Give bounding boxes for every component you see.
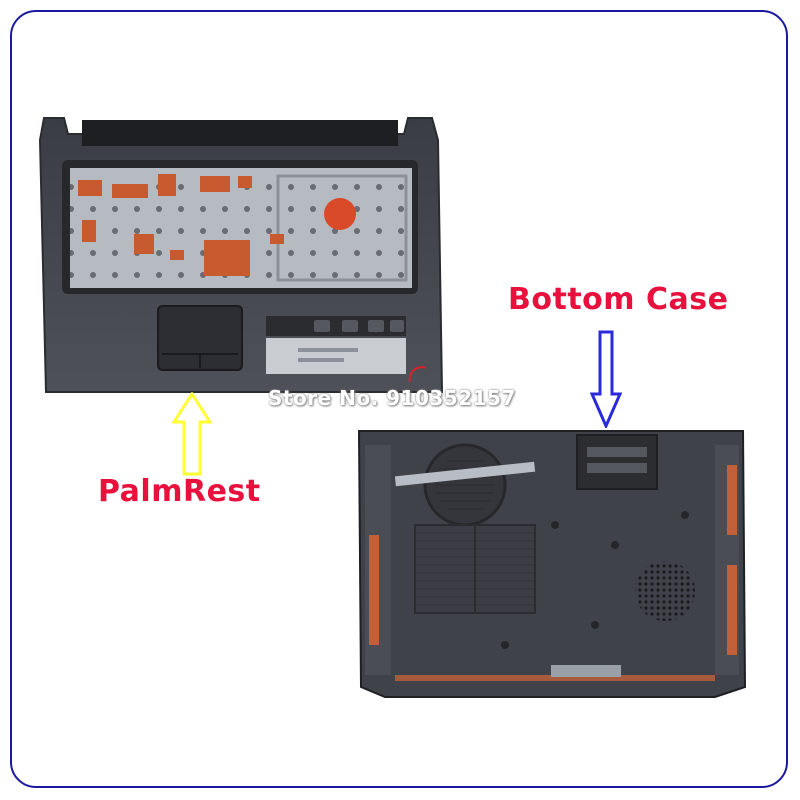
bottom-case-label: Bottom Case xyxy=(508,282,729,317)
bottom-case-photo xyxy=(357,430,747,698)
down-arrow-outline-icon xyxy=(590,330,622,428)
rounded-frame xyxy=(10,10,788,788)
up-arrow-outline-icon xyxy=(172,392,212,476)
palmrest-photo xyxy=(38,117,444,393)
store-watermark: Store No. 910352157 xyxy=(268,386,516,410)
palmrest-label: PalmRest xyxy=(98,474,261,509)
